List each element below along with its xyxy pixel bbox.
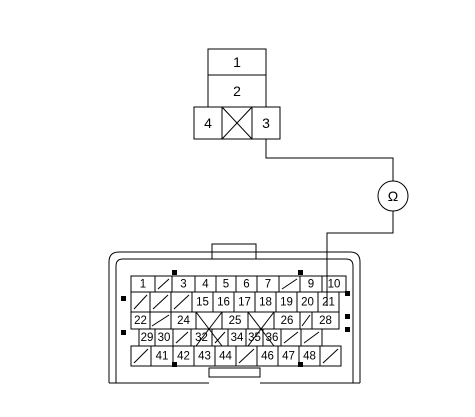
pin-label-4: 4 xyxy=(202,279,209,291)
small-connector-pin-4: 4 xyxy=(204,115,212,131)
pin-label-24: 24 xyxy=(177,315,190,327)
unused-pin-slash xyxy=(322,348,339,364)
pin-label-42: 42 xyxy=(177,351,190,363)
pin-label-5: 5 xyxy=(223,279,229,291)
unused-pin-slash xyxy=(175,331,189,344)
small-connector-pin-2: 2 xyxy=(233,83,241,99)
pin-label-26: 26 xyxy=(281,315,294,327)
pin-label-36: 36 xyxy=(266,332,279,344)
small-connector-pin-1: 1 xyxy=(233,54,241,70)
row3-cell-4 xyxy=(195,311,223,330)
unused-pin-slash xyxy=(133,294,148,310)
pin-label-9: 9 xyxy=(308,279,314,291)
pin-label-22: 22 xyxy=(134,315,147,327)
unused-pin-slash xyxy=(173,294,190,310)
pin-label-25: 25 xyxy=(229,315,242,327)
pin-label-10: 10 xyxy=(328,279,341,291)
pin-label-48: 48 xyxy=(303,351,316,363)
ohmmeter-symbol: Ω xyxy=(388,188,398,204)
unused-pin-slash xyxy=(238,348,255,364)
pin-label-16: 16 xyxy=(217,297,230,309)
row3-cell-9 xyxy=(311,311,340,330)
pin-label-19: 19 xyxy=(280,297,293,309)
test-wire: Ω xyxy=(265,139,409,306)
pin-label-28: 28 xyxy=(319,315,332,327)
unused-pin-slash xyxy=(157,278,170,290)
pin-label-1: 1 xyxy=(140,279,146,291)
pin-label-47: 47 xyxy=(282,351,295,363)
pin-label-30: 30 xyxy=(158,332,171,344)
pin-label-20: 20 xyxy=(301,297,314,309)
pin-label-46: 46 xyxy=(261,351,274,363)
row5-cell-10 xyxy=(319,345,342,367)
pin-label-34: 34 xyxy=(231,332,244,344)
connector-lock-tab xyxy=(211,243,257,260)
unused-pin-slash xyxy=(152,294,169,310)
pin-label-3: 3 xyxy=(180,279,186,291)
unused-pin-slash xyxy=(133,348,149,364)
pin-label-21: 21 xyxy=(322,297,335,309)
pin-label-17: 17 xyxy=(238,297,251,309)
pin-label-41: 41 xyxy=(156,351,169,363)
pin-label-15: 15 xyxy=(196,297,209,309)
unused-pin-slash xyxy=(303,331,320,344)
pin-label-44: 44 xyxy=(219,351,232,363)
pin-label-43: 43 xyxy=(198,351,211,363)
pin-label-18: 18 xyxy=(259,297,272,309)
unused-pin-slash xyxy=(283,331,299,344)
unused-pin-slash xyxy=(281,278,298,290)
pin-label-6: 6 xyxy=(243,279,249,291)
small-connector: 1 2 4 3 xyxy=(193,48,281,140)
pin-label-32: 32 xyxy=(195,332,208,344)
ohmmeter-icon xyxy=(377,180,409,212)
pin-label-35: 35 xyxy=(248,332,261,344)
pin-label-7: 7 xyxy=(265,279,271,291)
unused-pin-slash xyxy=(151,314,170,327)
unused-pin-slash xyxy=(301,314,311,327)
unused-pin-slash xyxy=(214,331,226,344)
small-connector-pin-3: 3 xyxy=(262,115,270,131)
row3-cell-6 xyxy=(247,311,275,330)
pin-label-29: 29 xyxy=(141,332,154,344)
